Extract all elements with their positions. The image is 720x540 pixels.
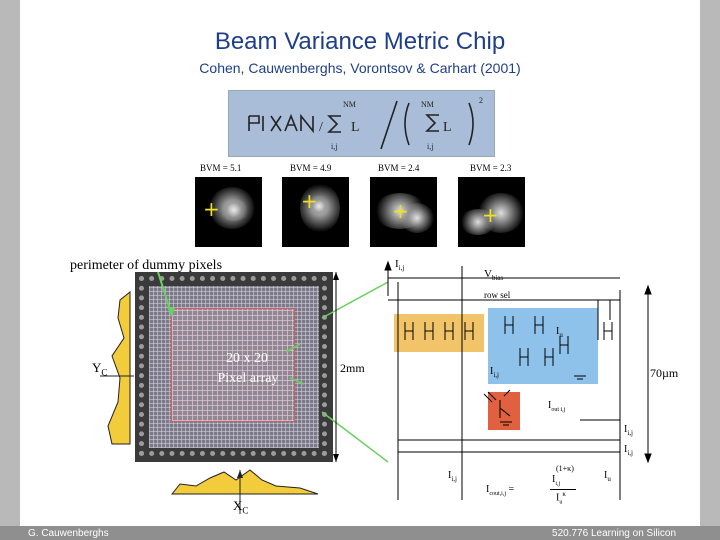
bottom-iu-label: Iu: [604, 470, 611, 483]
slide-left-border: [0, 0, 20, 540]
iij-label: Ii,j: [490, 366, 499, 379]
schematic-i-top-label: Ii,j: [395, 258, 405, 273]
equation-numerator: Ii,j: [552, 474, 561, 487]
zoom-leader-bottom: [321, 411, 389, 463]
yc-label: YC: [92, 360, 108, 378]
zoom-leader-top: [321, 281, 389, 319]
beam-bvm-label-3: BVM = 2.4: [378, 163, 420, 173]
svg-text:L: L: [351, 120, 360, 135]
equation-denominator: Iuκ: [556, 490, 566, 506]
svg-text:i,j: i,j: [427, 142, 433, 151]
slide-right-border: [700, 0, 720, 540]
slide-subtitle: Cohen, Cauwenberghs, Vorontsov & Carhart…: [199, 60, 521, 76]
svg-text:/: /: [319, 120, 323, 135]
orange-block: [394, 314, 484, 352]
iu-label: Iu: [556, 326, 563, 339]
pixel-array: [171, 308, 295, 422]
equation-lhs: Icout,i,j =: [486, 484, 515, 497]
xc-profile: [170, 469, 319, 495]
centroid-cross-icon: +: [301, 189, 318, 213]
centroid-cross-icon: +: [392, 199, 409, 223]
row-sel-label: row sel: [484, 290, 511, 300]
footer-author: G. Cauwenberghs: [28, 528, 109, 539]
slide-title: Beam Variance Metric Chip: [214, 28, 506, 55]
equation-exponent: (1+κ): [556, 464, 574, 473]
beam-bvm-label-4: BVM = 2.3: [470, 163, 512, 173]
footer-bar: [0, 526, 720, 540]
perimeter-label: perimeter of dummy pixels: [70, 258, 223, 273]
array-label-leader-1: [285, 343, 301, 353]
xc-label: XC: [233, 498, 249, 516]
svg-text:i,j: i,j: [331, 142, 337, 151]
perimeter-arrowhead: [166, 306, 175, 316]
chip-size-label: 2mm: [340, 361, 365, 375]
svg-text:L: L: [443, 120, 452, 135]
svg-text:NM: NM: [343, 100, 356, 109]
beam-image-2: +: [282, 177, 349, 247]
footer-course: 520.776 Learning on Silicon: [552, 528, 676, 539]
vbias-label: Vbias: [484, 268, 504, 283]
beam-bvm-label-2: BVM = 4.9: [290, 163, 332, 173]
bvm-formula-image: NM NM i,j i,j 2 / L L: [228, 90, 495, 157]
yc-profile: [107, 290, 131, 445]
pixel-schematic: [384, 260, 652, 500]
pixel-array-label-line1: 20 x 20: [226, 351, 268, 366]
pixel-array-label-line2: Pixel array: [217, 371, 279, 386]
centroid-cross-icon: +: [482, 203, 499, 227]
svg-text:NM: NM: [421, 100, 434, 109]
beam-image-1: +: [195, 177, 262, 247]
beam-bvm-label-1: BVM = 5.1: [200, 163, 242, 173]
array-label-leader-2: [289, 377, 305, 385]
bottom-i-label: Ii,j: [448, 470, 457, 483]
beam-image-4: +: [458, 177, 525, 247]
right-i2-label: Ii,j: [624, 444, 633, 457]
iout-label: Iout i,j: [548, 400, 566, 413]
beam-image-3: +: [370, 177, 437, 247]
bond-pads: [139, 276, 327, 456]
right-i1-label: Ii,j: [624, 424, 633, 437]
pixel-size-label: 70µm: [650, 366, 679, 380]
equation-fraction-bar: [550, 489, 576, 490]
svg-text:2: 2: [479, 96, 483, 105]
centroid-cross-icon: +: [203, 197, 220, 221]
